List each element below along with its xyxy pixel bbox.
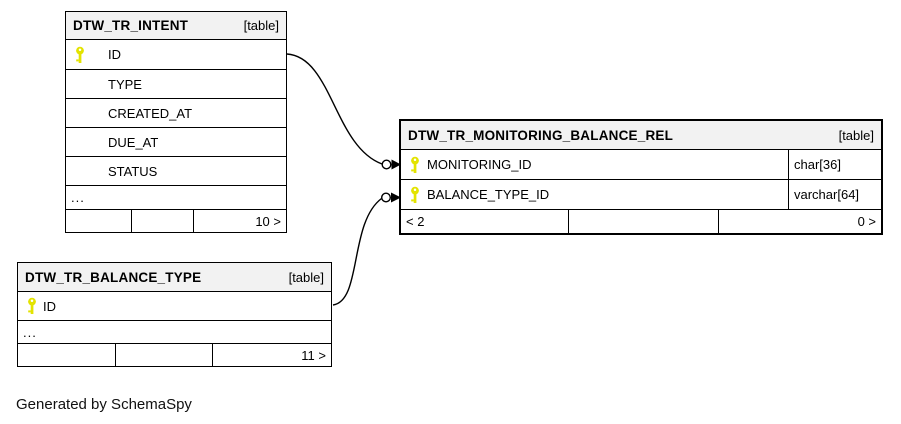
table-tag: [table]	[243, 18, 279, 33]
zero-or-one-circle-icon	[381, 159, 392, 170]
column-name: STATUS	[108, 163, 158, 179]
table-name[interactable]: DTW_TR_MONITORING_BALANCE_REL	[408, 127, 674, 143]
column-name: BALANCE_TYPE_ID	[427, 187, 550, 202]
column-row-id: ID	[66, 40, 286, 70]
table-tag: [table]	[838, 127, 874, 143]
table-header: DTW_TR_INTENT [table]	[66, 12, 286, 40]
table-dtw-tr-balance-type: DTW_TR_BALANCE_TYPE [table] ID ... 11 >	[17, 262, 332, 367]
table-header: DTW_TR_MONITORING_BALANCE_REL [table]	[401, 121, 881, 150]
footer-cell	[131, 210, 193, 232]
zero-or-one-circle-icon	[381, 192, 392, 203]
footer-cell	[18, 344, 115, 366]
footer-children-count: 10 >	[193, 210, 286, 232]
column-row-id: ID	[18, 292, 331, 321]
primary-key-icon	[75, 46, 85, 64]
generated-by-note: Generated by SchemaSpy	[16, 396, 192, 413]
ellipsis-row: ...	[66, 186, 286, 210]
table-dtw-tr-monitoring-balance-rel: DTW_TR_MONITORING_BALANCE_REL [table] MO…	[399, 119, 883, 235]
column-row-created-at: CREATED_AT	[66, 99, 286, 128]
footer-cell	[66, 210, 131, 232]
table-name[interactable]: DTW_TR_INTENT	[73, 18, 189, 33]
table-tag: [table]	[288, 269, 324, 285]
column-row-status: STATUS	[66, 157, 286, 186]
footer-cell	[115, 344, 212, 366]
column-name: DUE_AT	[108, 134, 159, 150]
column-type: varchar[64]	[788, 180, 881, 209]
table-footer: 11 >	[18, 344, 331, 366]
table-name[interactable]: DTW_TR_BALANCE_TYPE	[25, 269, 202, 285]
column-type: char[36]	[788, 150, 881, 179]
column-name: CREATED_AT	[108, 105, 193, 121]
relationship-line	[286, 53, 383, 165]
table-footer: < 2 0 >	[401, 210, 881, 233]
footer-children-count: 11 >	[212, 344, 331, 366]
relationship-line	[332, 197, 382, 306]
column-row-balance-type-id: BALANCE_TYPE_ID varchar[64]	[401, 180, 881, 210]
column-name: ID	[108, 47, 121, 62]
column-row-type: TYPE	[66, 70, 286, 99]
primary-key-icon	[410, 156, 420, 174]
footer-children-count: 0 >	[718, 210, 881, 233]
relationship-intent-to-rel	[286, 53, 401, 170]
footer-cell	[568, 210, 718, 233]
table-header: DTW_TR_BALANCE_TYPE [table]	[18, 263, 331, 292]
column-row-monitoring-id: MONITORING_ID char[36]	[401, 150, 881, 180]
footer-parents-count: < 2	[406, 214, 425, 229]
table-dtw-tr-intent: DTW_TR_INTENT [table] ID TYPE CREATED_AT…	[65, 11, 287, 233]
column-row-due-at: DUE_AT	[66, 128, 286, 157]
ellipsis-row: ...	[18, 321, 331, 344]
primary-key-icon	[27, 297, 37, 315]
table-footer: 10 >	[66, 210, 286, 232]
column-name: MONITORING_ID	[427, 157, 532, 172]
relationship-balance-type-to-rel	[332, 192, 401, 306]
column-name: TYPE	[108, 76, 142, 92]
primary-key-icon	[410, 186, 420, 204]
column-name: ID	[43, 298, 56, 314]
